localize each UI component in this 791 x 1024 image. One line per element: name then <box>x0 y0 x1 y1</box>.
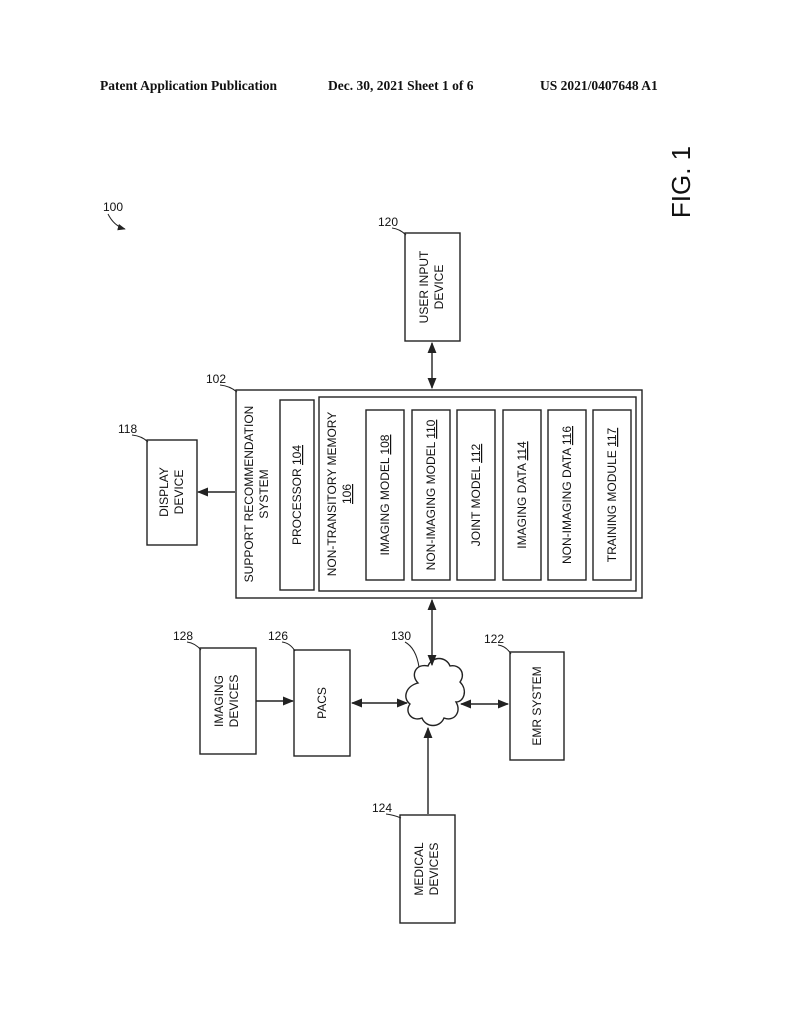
module-label: TRAINING MODULE <box>605 447 619 562</box>
memory-ref: 106 <box>340 484 354 504</box>
ref-130: 130 <box>391 629 411 643</box>
ref-100-arrow <box>108 214 125 229</box>
ref-102-leader <box>220 385 237 392</box>
ref-120: 120 <box>378 215 398 229</box>
ref-120-leader <box>392 228 406 235</box>
module-non-imaging-data: NON-IMAGING DATA 116 <box>548 410 586 580</box>
module-label: NON-IMAGING DATA <box>560 445 574 564</box>
svg-text:NON-IMAGING DATA 116: NON-IMAGING DATA 116 <box>560 426 574 564</box>
module-ref: 112 <box>469 443 483 462</box>
processor-ref: 104 <box>290 445 304 465</box>
svg-text:NON-IMAGING MODEL 110: NON-IMAGING MODEL 110 <box>424 419 438 570</box>
ref-118: 118 <box>118 422 137 436</box>
module-ref: 108 <box>378 434 392 454</box>
ref-126-leader <box>282 642 295 651</box>
user-input-device-line2: DEVICE <box>432 265 446 310</box>
support-system-title-line1: SUPPORT RECOMMENDATION <box>242 406 256 583</box>
ref-124-leader <box>386 814 401 818</box>
ref-100: 100 <box>103 200 123 214</box>
pacs-label: PACS <box>315 687 329 719</box>
module-joint-model: JOINT MODEL 112 <box>457 410 495 580</box>
module-ref: 114 <box>515 441 529 460</box>
ref-102: 102 <box>206 372 226 386</box>
support-system-title-line2: SYSTEM <box>257 469 271 518</box>
module-label: IMAGING DATA <box>515 460 529 548</box>
module-label: JOINT MODEL <box>469 463 483 546</box>
svg-text:PROCESSOR 104: PROCESSOR 104 <box>290 445 304 545</box>
ref-118-leader <box>132 435 148 442</box>
user-input-device: USER INPUT DEVICE <box>405 233 460 341</box>
imaging-devices-line2: DEVICES <box>227 675 241 728</box>
ref-122: 122 <box>484 632 504 646</box>
module-ref: 116 <box>560 426 574 445</box>
medical-devices-line2: DEVICES <box>427 843 441 896</box>
medical-devices: MEDICAL DEVICES <box>400 815 455 923</box>
pacs: PACS <box>294 650 350 756</box>
display-device-line2: DEVICE <box>172 470 186 515</box>
svg-text:IMAGING MODEL 108: IMAGING MODEL 108 <box>378 434 392 555</box>
ref-122-leader <box>498 645 511 654</box>
processor-box: PROCESSOR 104 <box>280 400 314 590</box>
user-input-device-line1: USER INPUT <box>417 250 431 323</box>
display-device: DISPLAY DEVICE <box>147 440 197 545</box>
memory-label: NON-TRANSITORY MEMORY <box>325 412 339 576</box>
svg-text:JOINT MODEL 112: JOINT MODEL 112 <box>469 443 483 546</box>
display-device-line1: DISPLAY <box>157 467 171 517</box>
ref-124: 124 <box>372 801 392 815</box>
module-label: NON-IMAGING MODEL <box>424 439 438 571</box>
figure-label: FIG. 1 <box>666 146 696 218</box>
network-cloud <box>406 659 465 726</box>
svg-text:TRAINING MODULE 117: TRAINING MODULE 117 <box>605 427 619 562</box>
module-non-imaging-model: NON-IMAGING MODEL 110 <box>412 410 450 580</box>
module-ref: 117 <box>605 427 619 446</box>
svg-text:IMAGING DATA 114: IMAGING DATA 114 <box>515 441 529 549</box>
emr-system-label: EMR SYSTEM <box>530 666 544 745</box>
module-ref: 110 <box>424 419 438 438</box>
module-training-module: TRAINING MODULE 117 <box>593 410 631 580</box>
module-imaging-model: IMAGING MODEL 108 <box>366 410 404 580</box>
processor-label: PROCESSOR <box>290 465 304 545</box>
imaging-devices-line1: IMAGING <box>212 675 226 727</box>
module-imaging-data: IMAGING DATA 114 <box>503 410 541 580</box>
ref-126: 126 <box>268 629 288 643</box>
imaging-devices: IMAGING DEVICES <box>200 648 256 754</box>
emr-system: EMR SYSTEM <box>510 652 564 760</box>
ref-128: 128 <box>173 629 193 643</box>
ref-128-leader <box>187 642 201 650</box>
module-label: IMAGING MODEL <box>378 455 392 556</box>
ref-130-leader <box>405 642 419 667</box>
medical-devices-line1: MEDICAL <box>412 842 426 896</box>
